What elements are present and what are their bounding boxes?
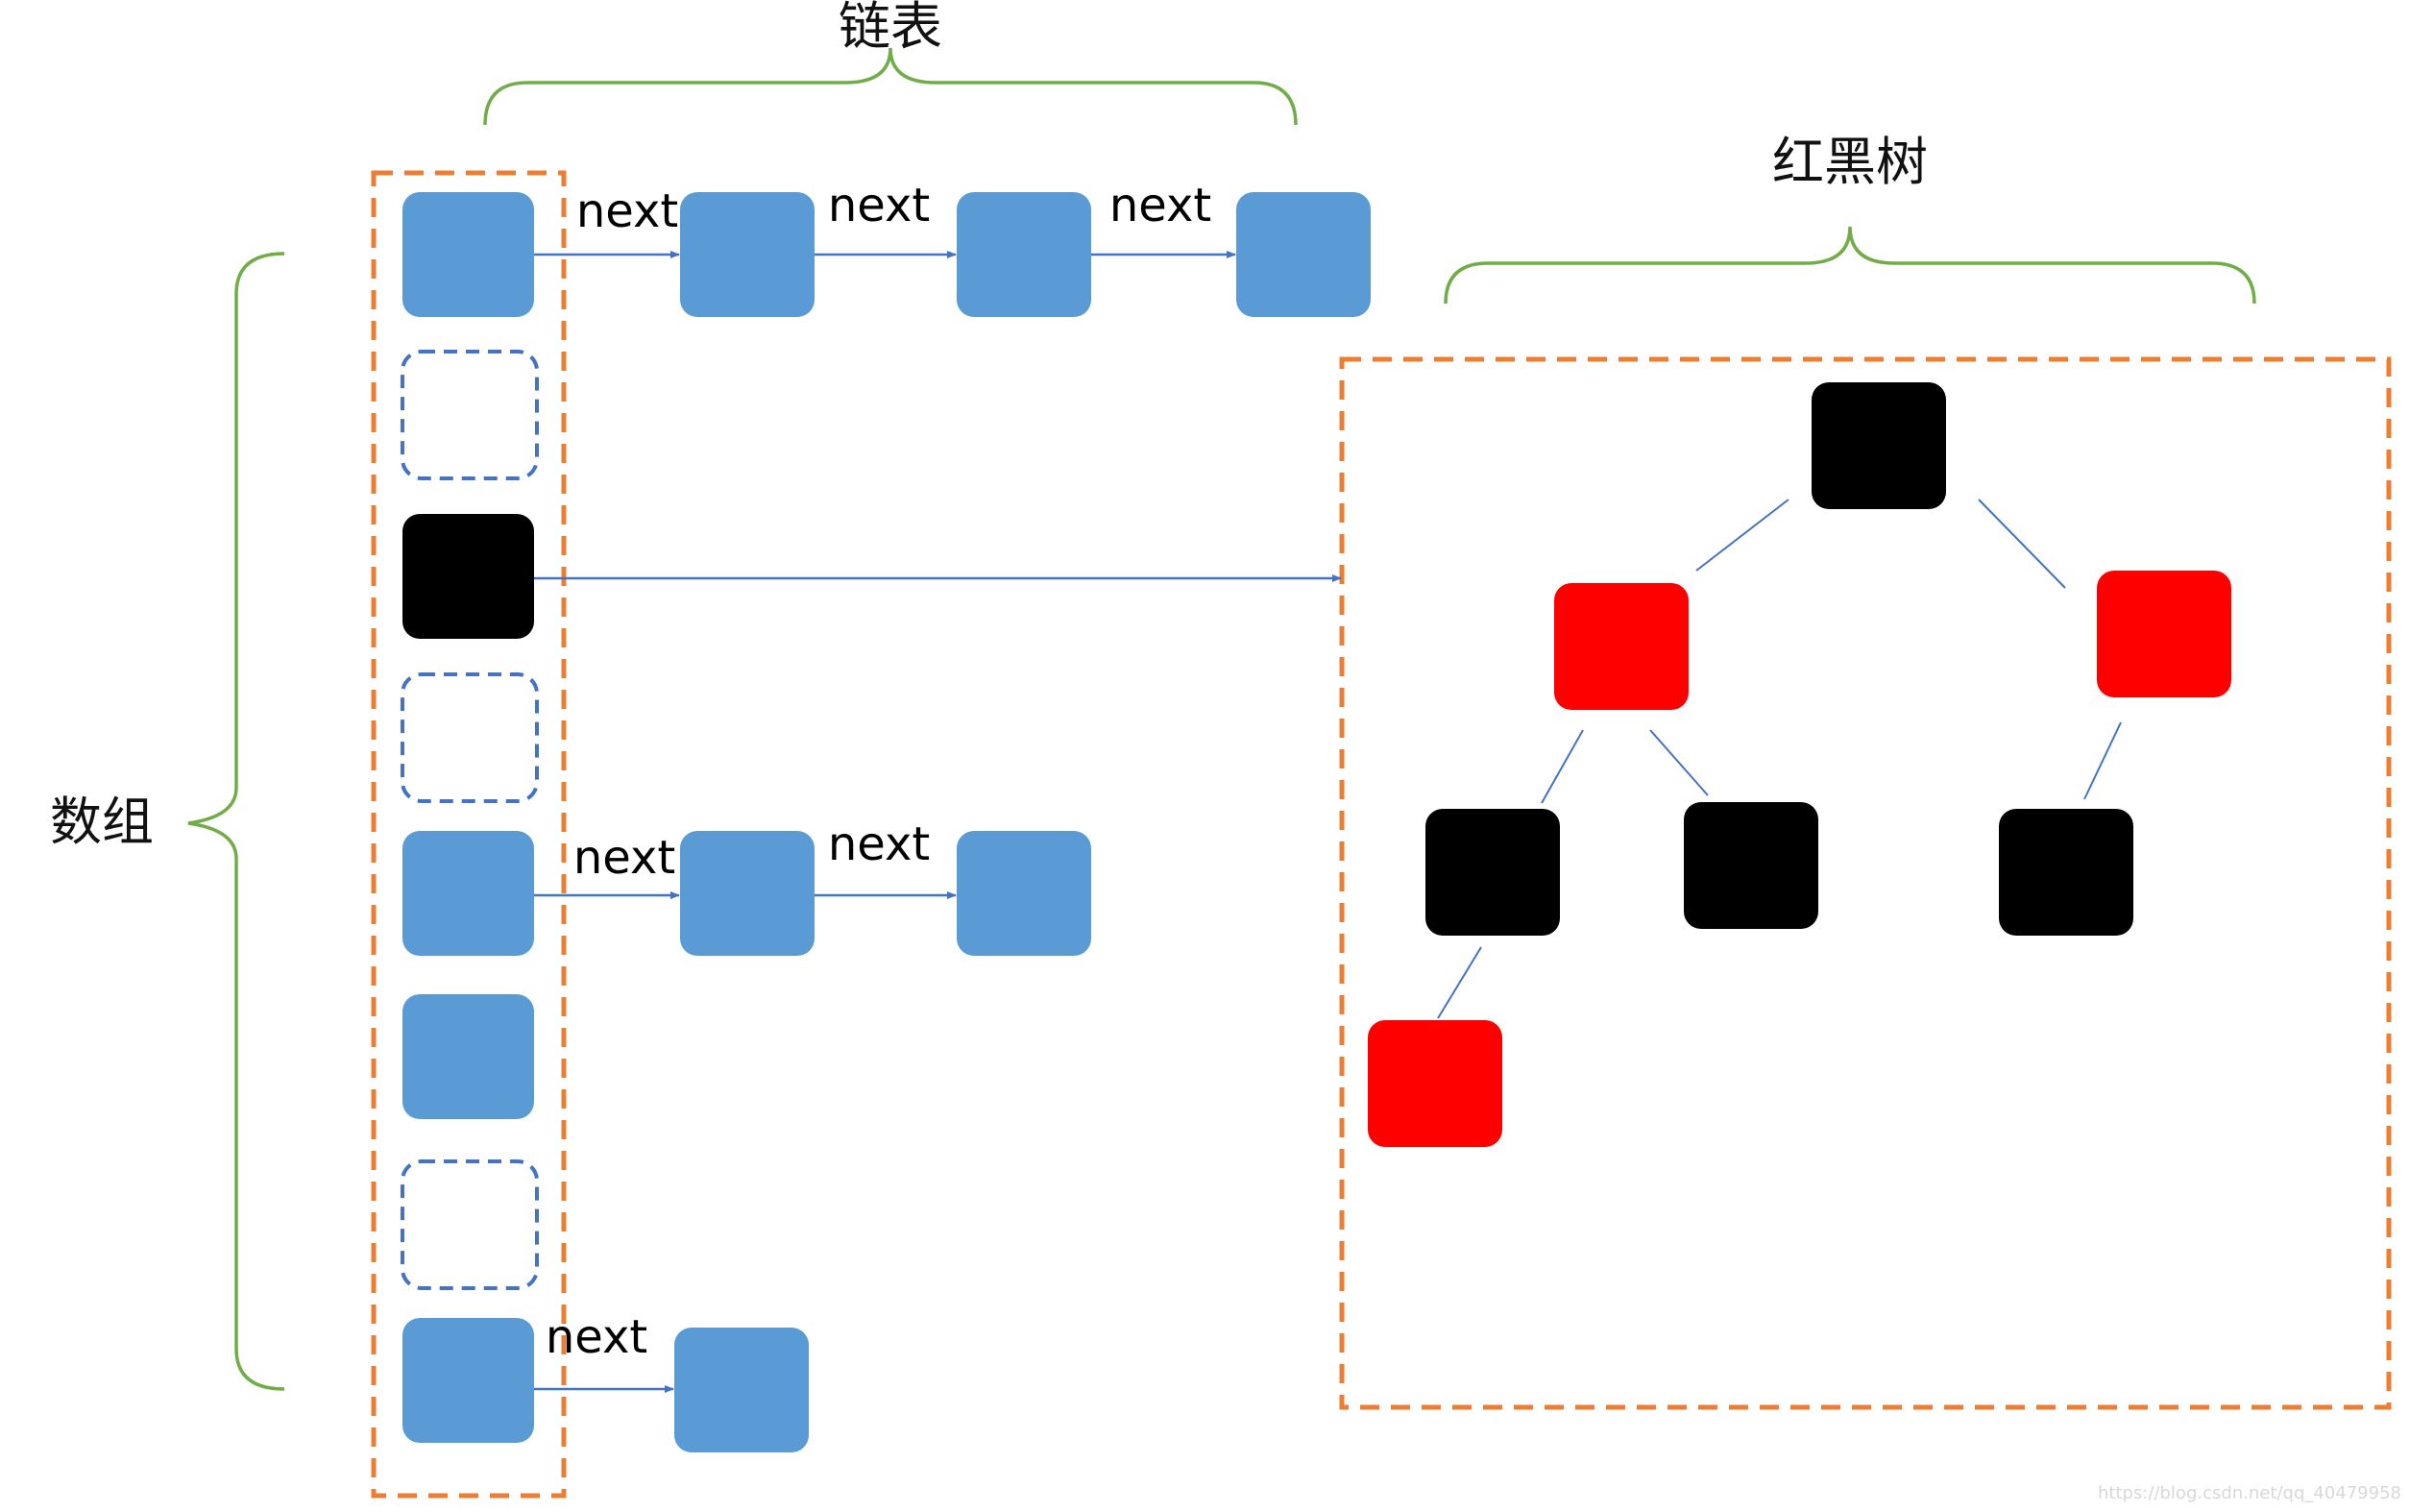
linked-list-brace [483, 47, 1298, 126]
next-arrows [534, 251, 1342, 1393]
chain0-node-1 [680, 192, 815, 317]
array-slot-1-empty [401, 350, 539, 480]
array-frame [371, 170, 567, 1499]
tree-node-root [1812, 382, 1946, 509]
tree-node-right [2097, 571, 2231, 697]
tree-node-left [1554, 583, 1689, 710]
array-label: 数组 [50, 792, 154, 852]
next-label-2: next [828, 179, 930, 232]
next-label-1: next [576, 184, 678, 238]
edge-left-rightchild [1649, 729, 1709, 796]
array-slot-7 [402, 1318, 534, 1443]
array-slot-3-empty [401, 672, 539, 803]
next-label-3: next [1109, 179, 1211, 232]
next-label-5: next [828, 817, 930, 871]
red-black-tree-label: 红黑树 [1772, 132, 1928, 192]
tree-node-left-left [1425, 809, 1560, 936]
red-black-tree-brace [1444, 226, 2256, 305]
chain0-node-3 [1236, 192, 1371, 317]
linked-list-label: 链表 [839, 0, 942, 57]
tree-node-right-left [1999, 809, 2133, 936]
red-black-tree-frame [1339, 356, 2392, 1410]
linked-list-nodes [674, 192, 1371, 1452]
tree-node-left-right [1684, 802, 1818, 929]
next-label-4: next [573, 831, 675, 885]
chain4-node-2 [957, 831, 1091, 956]
edge-root-right [1978, 499, 2066, 589]
array-brace [187, 252, 285, 1391]
edge-left-leftchild [1541, 729, 1584, 804]
tree-node-ll-left [1368, 1020, 1502, 1147]
tree-edges [1437, 499, 2122, 1019]
chain7-node-1 [674, 1328, 809, 1452]
next-label-6: next [546, 1310, 647, 1364]
array-slot-0 [402, 192, 534, 317]
chain4-node-1 [680, 831, 815, 956]
array-slot-6-empty [401, 1159, 539, 1290]
tree-nodes [1368, 382, 2231, 1147]
chain0-node-2 [957, 192, 1091, 317]
array-slot-2 [402, 514, 534, 639]
array-slot-4 [402, 831, 534, 956]
edge-root-left [1695, 499, 1789, 572]
edge-right-child [2083, 721, 2122, 800]
array-slot-5 [402, 994, 534, 1119]
watermark-text: https://blog.csdn.net/qq_40479958 [2098, 1483, 2401, 1503]
array-slots [401, 192, 539, 1443]
edge-ll-child [1437, 946, 1482, 1019]
